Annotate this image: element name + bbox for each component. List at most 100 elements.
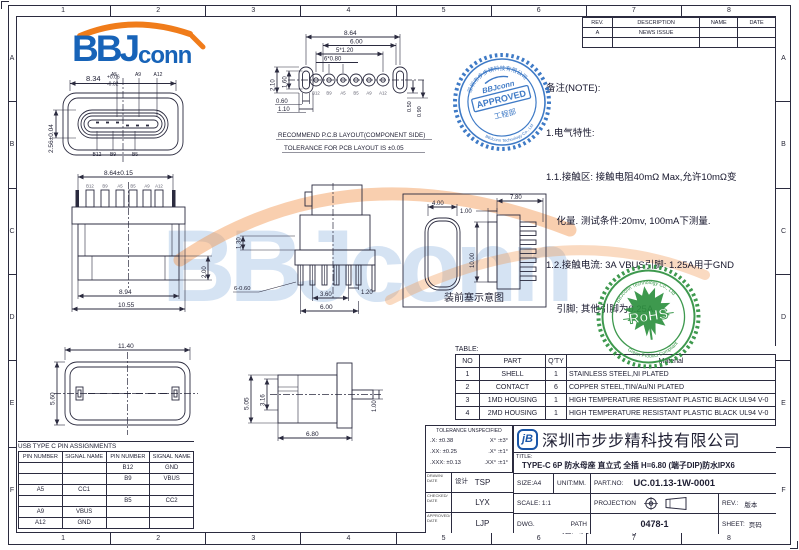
- parts-header: Q'TY: [545, 354, 567, 368]
- parts-table: NO PART Q'TY Material 1 SHELL 1 STAINLES…: [455, 354, 776, 420]
- dim-text: 1.60: [283, 76, 289, 88]
- watermark-swoosh: [173, 187, 710, 305]
- approved-label: APPROVED/ DATE: [426, 513, 452, 533]
- svg-text:B5: B5: [130, 184, 136, 189]
- dim-text: 6.00: [320, 304, 333, 311]
- dim-text: 1.30: [237, 237, 243, 249]
- svg-text:B12: B12: [86, 184, 94, 189]
- inner-frame: [16, 16, 776, 533]
- dim-text: 10.00: [470, 252, 476, 268]
- side-view-2-drawing: 5.05 3.16 1.00 6.80: [244, 362, 383, 441]
- pcb-layout-drawing: B12 B9 A5 B5 A9 A12 8.64 6.00 5*1.20 6*0…: [271, 30, 432, 153]
- title-label: TITLE:: [516, 454, 533, 460]
- dim-text: 0.60: [276, 99, 288, 105]
- pin-label: B12: [312, 91, 320, 96]
- parts-header: PART: [479, 354, 546, 368]
- drawing-number: 0478-1: [640, 519, 669, 529]
- corner-mark: [1, 1, 9, 9]
- dim-text: 5*1.20: [336, 48, 354, 54]
- drawn-by: 设计 TSP: [452, 473, 513, 492]
- dim-text: 8.94: [119, 289, 132, 296]
- logo-swoosh-icon: [77, 21, 206, 50]
- pin-label: B9: [110, 152, 116, 158]
- unit-cell: UNIT:MM.: [554, 474, 591, 493]
- approved-by: LJP: [475, 518, 490, 528]
- dwg-number-cell: 0478-1: [591, 514, 719, 534]
- svg-text:A12: A12: [155, 184, 163, 189]
- tolerance-title: TOLERANCE UNSPECIFIED: [436, 428, 502, 434]
- rev-header: REV.: [582, 17, 613, 28]
- rev-cell: REV.: 版本: [722, 500, 758, 509]
- outer-frame: [8, 5, 791, 545]
- pin-label: A9: [366, 91, 372, 96]
- dim-text: 5.60: [50, 392, 57, 405]
- pin-label: A9: [135, 72, 141, 78]
- pin-header: PIN NUMBER: [18, 451, 63, 463]
- dim-text: 2.00: [202, 266, 208, 278]
- drawn-label: DRAWN/ DATE: [426, 473, 452, 492]
- pcb-caption-2: TOLERANCE FOR PCB LAYOUT IS ±0.05: [284, 145, 404, 152]
- dim-text: 8.64: [344, 30, 357, 37]
- dim-text: 7.80: [510, 195, 522, 201]
- dwg-path-cell: DWG. PATH: [514, 514, 591, 534]
- dim-text: 6.80: [306, 431, 319, 438]
- dim-tol-up: +0.06: [107, 75, 120, 81]
- rev-header: DESCRIPTION: [611, 17, 701, 28]
- dim-text: 4.00: [432, 201, 444, 207]
- pin-label: B9: [326, 91, 332, 96]
- svg-text:A9: A9: [144, 184, 150, 189]
- dim-text: 8.34: [86, 74, 101, 83]
- part-number: UC.01.13-1W-0001: [633, 478, 716, 489]
- dim-text: 1.20: [361, 290, 373, 296]
- stamp-rohs-label: RoHS: [628, 306, 670, 327]
- parts-table-block: TABLE: NO PART Q'TY Material 1 SHELL 1 S…: [455, 346, 776, 420]
- pin-assignment-block: USB TYPE C PIN ASSIGNMENTS PIN NUMBER SI…: [18, 441, 194, 529]
- plug-box-caption: 装前塞示意图: [444, 291, 504, 304]
- maple-leaf-icon: [623, 286, 671, 337]
- dim-text: 6*0.80: [324, 57, 342, 63]
- pin-label: A12: [154, 72, 163, 78]
- watermark-text: BBJconn: [162, 209, 574, 323]
- pin-label: A12: [379, 91, 387, 96]
- projection-cell: PROJECTION: [591, 494, 719, 513]
- projection-symbol-icon: [643, 496, 687, 511]
- dim-tol-dn: -0.02: [107, 82, 119, 88]
- pin-label: A5: [340, 91, 346, 96]
- dim-text: 6.00: [350, 39, 363, 46]
- top-view-drawing: 11.40 5.60: [50, 343, 198, 435]
- front-view-drawing: 8.64±0.15 B12 B9 A5 B5 A9 A12 2.00 8.94 …: [71, 170, 212, 312]
- dim-text: 0.90: [417, 106, 423, 117]
- dim-text: 2.56±0.04: [48, 124, 55, 153]
- partno-cell: PART.NO: UC.01.13-1W-0001: [594, 478, 716, 489]
- dim-text: 3.60: [320, 292, 332, 298]
- pin-header: PIN NUMBER: [105, 451, 151, 463]
- dim-text: 2.10: [271, 79, 277, 91]
- pcb-caption-1: RECOMMEND P.C.B LAYOUT(COMPONENT SIDE): [278, 132, 425, 139]
- pin-label: B5: [353, 91, 359, 96]
- pin-label: B5: [132, 152, 138, 158]
- dim-text: 3.16: [261, 394, 267, 406]
- dim-text: 5.05: [244, 397, 251, 410]
- drawing-title: TYPE-C 6P 防水母座 直立式 全插 H=6.80 (端子DIP)防水IP…: [522, 461, 735, 470]
- rev-header: NAME: [699, 17, 739, 28]
- scale-cell: SCALE: 1:1: [514, 494, 591, 513]
- size-cell: SIZE:A4: [514, 474, 554, 493]
- corner-mark: [790, 541, 798, 549]
- title-block: jB 深圳市步步精科技有限公司 TITLE: TYPE-C 6P 防水母座 直立…: [513, 425, 776, 534]
- revision-table: REV. DESCRIPTION NAME DATE A NEWS ISSUE: [582, 17, 776, 48]
- checked-by: LYX: [475, 498, 490, 507]
- dim-text: 1.00: [372, 400, 378, 412]
- parts-table-label: TABLE:: [455, 346, 479, 353]
- signature-block: DRAWN/ DATE 设计 TSP CHECKED/ DATE LYX APP…: [425, 473, 513, 533]
- pin-table: PIN NUMBER SIGNAL NAME PIN NUMBER SIGNAL…: [18, 451, 194, 529]
- dim-text: 1.00: [460, 209, 472, 215]
- rohs-stamp: BBJconn Technology Co., Ltd Green Produc…: [596, 264, 701, 369]
- dim-text: 10.55: [118, 302, 135, 309]
- pin-label: B12: [93, 152, 102, 158]
- face-view-drawing: 8.34 +0.06 -0.02 2.56±0.04 A5 A9 A12 B12…: [48, 72, 184, 162]
- design-label: 设计: [455, 478, 468, 485]
- svg-text:B9: B9: [102, 184, 108, 189]
